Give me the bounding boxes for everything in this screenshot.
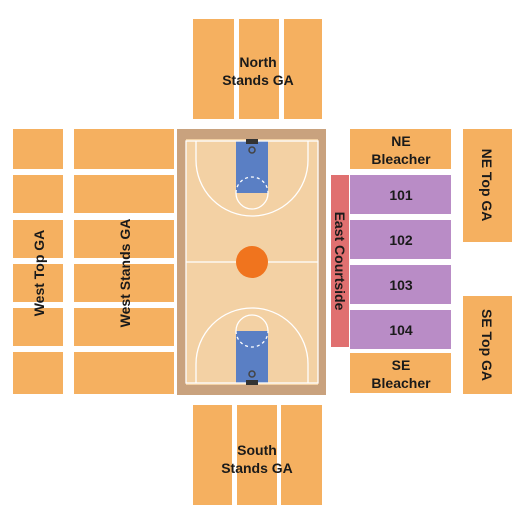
section-102[interactable]: 102 (350, 220, 451, 259)
section-103[interactable]: 103 (350, 265, 451, 304)
se-top-ga[interactable]: SE Top GA (463, 296, 512, 394)
se-bleacher[interactable]: SE Bleacher (350, 353, 451, 393)
south-basket-icon (246, 370, 258, 385)
north-stands-label-line1: North (239, 54, 276, 70)
section-104-label: 104 (389, 322, 413, 338)
ne-top-ga[interactable]: NE Top GA (463, 129, 512, 242)
north-paint (236, 141, 268, 193)
section-104[interactable]: 104 (350, 310, 451, 349)
east-courtside[interactable]: East Courtside (331, 175, 349, 347)
west-stands-ga-label: West Stands GA (117, 219, 133, 328)
south-three-point-arc (195, 307, 309, 383)
south-paint (236, 331, 268, 383)
section-102-label: 102 (389, 232, 413, 248)
west-top-ga-label: West Top GA (31, 230, 47, 317)
se-top-ga-label: SE Top GA (479, 309, 495, 381)
ne-bleacher-label-line1: NE (391, 133, 410, 149)
ne-bleacher-label-line2: Bleacher (371, 151, 431, 167)
ne-bleacher[interactable]: NE Bleacher (350, 129, 451, 169)
north-three-point-arc (195, 141, 309, 217)
south-stands-ga[interactable]: South Stands GA (193, 405, 322, 505)
center-circle (236, 246, 268, 278)
east-courtside-label: East Courtside (332, 212, 348, 311)
south-stands-label-line2: Stands GA (221, 460, 293, 476)
se-bleacher-label-line1: SE (392, 357, 411, 373)
north-stands-label-line2: Stands GA (222, 72, 294, 88)
section-101-label: 101 (389, 187, 413, 203)
ne-top-ga-label: NE Top GA (479, 149, 495, 222)
se-bleacher-label-line2: Bleacher (371, 375, 431, 391)
section-101[interactable]: 101 (350, 175, 451, 214)
section-103-label: 103 (389, 277, 413, 293)
basketball-court (177, 129, 326, 395)
west-top-ga[interactable]: West Top GA (13, 129, 63, 394)
north-stands-ga[interactable]: North Stands GA (193, 19, 322, 119)
north-basket-icon (246, 139, 258, 154)
south-stands-label-line1: South (237, 442, 277, 458)
west-stands-ga[interactable]: West Stands GA (74, 129, 174, 394)
